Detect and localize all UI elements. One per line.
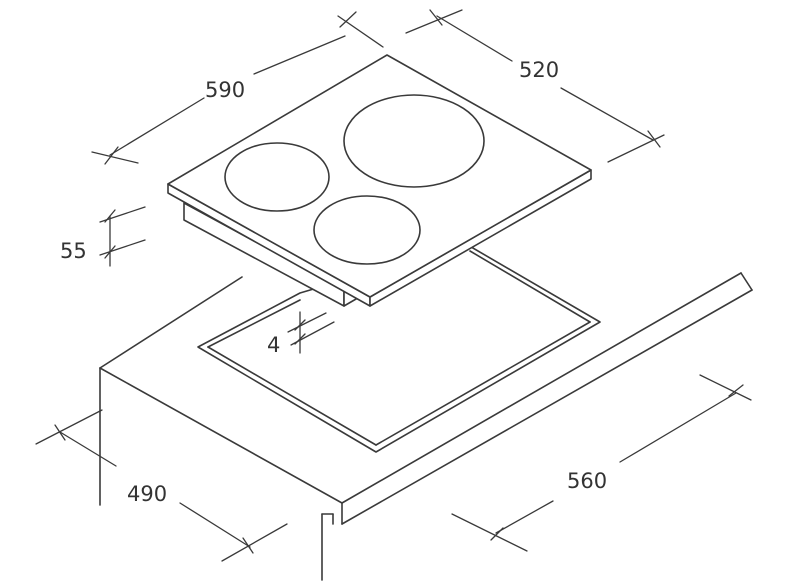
dim-cutout-depth-label: 490 (127, 482, 167, 506)
dim-cutout-gap-label: 4 (267, 333, 280, 357)
cutout-opening (197, 243, 601, 453)
dim-cutout-width: 560 (451, 374, 752, 552)
cooking-zones (224, 94, 485, 265)
dim-cutout-gap: 4 (267, 311, 335, 357)
dim-hob-depth-label: 520 (519, 58, 559, 82)
dim-cutout-depth: 490 (35, 409, 288, 562)
hob-glass-top (167, 54, 592, 298)
hob-body (167, 54, 592, 307)
dim-hob-height-label: 55 (60, 239, 87, 263)
medium-zone-front (313, 195, 421, 265)
dim-hob-height: 55 (60, 206, 146, 267)
small-zone-left (224, 142, 330, 212)
dim-cutout-width-label: 560 (567, 469, 607, 493)
dim-hob-depth: 520 (405, 9, 665, 163)
worktop (99, 272, 753, 581)
dim-hob-width-label: 590 (205, 78, 245, 102)
dim-hob-width: 590 (91, 11, 384, 165)
large-zone (343, 94, 485, 188)
